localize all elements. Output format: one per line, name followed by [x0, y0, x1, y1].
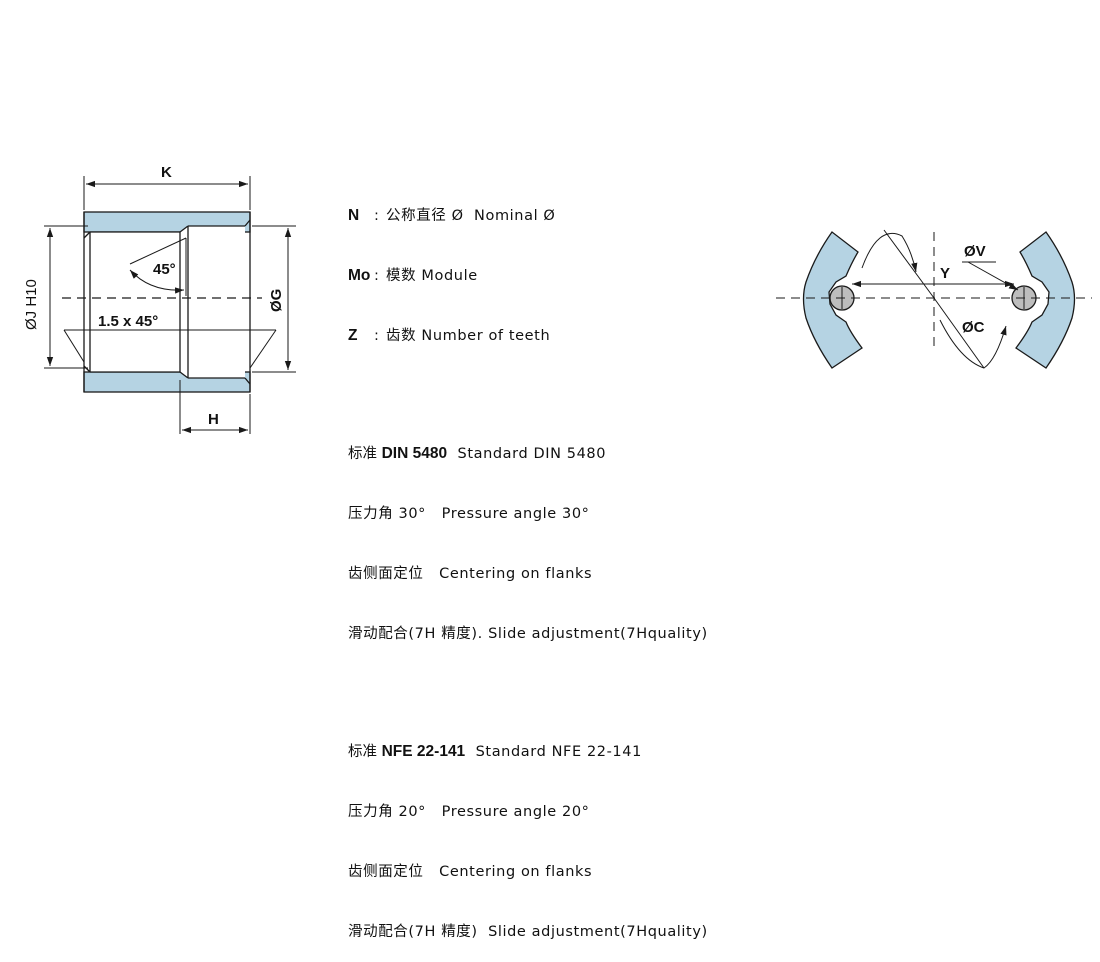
din-centering: 齿侧面定位 Centering on flanks — [348, 566, 593, 582]
nfe-fit: 滑动配合(7H 精度) Slide adjustment(7Hquality) — [348, 924, 708, 940]
label-c: ØC — [962, 319, 985, 336]
din-pressure-angle: 压力角 30° Pressure angle 30° — [348, 506, 590, 522]
label-j: ØJ H10 — [23, 279, 40, 330]
legend: N:公称直径 Ø Nominal Ø Mo:模数 Module Z:齿数 Num… — [348, 166, 708, 962]
bushing-section-drawing: K H 45° 1.5 x 45° ØG ØJ H10 — [23, 164, 296, 434]
label-g: ØG — [268, 289, 285, 312]
nfe-pressure-angle: 压力角 20° Pressure angle 20° — [348, 804, 590, 820]
din-standard-title: 标准 DIN 5480 Standard DIN 5480 — [348, 445, 607, 462]
spline-measurement-drawing: ØV Y ØC — [776, 229, 1092, 369]
right-spline-sector — [1015, 231, 1076, 369]
label-angle: 45° — [153, 261, 176, 278]
label-h: H — [208, 411, 219, 428]
dimension-v-leader — [967, 261, 1019, 291]
angle-arc — [129, 269, 185, 294]
label-chamfer: 1.5 x 45° — [98, 313, 158, 330]
nfe-centering: 齿侧面定位 Centering on flanks — [348, 864, 593, 880]
legend-def-z: Z:齿数 Number of teeth — [348, 327, 551, 344]
legend-def-mo: Mo:模数 Module — [348, 267, 478, 284]
label-k: K — [161, 164, 172, 181]
nfe-standard-title: 标准 NFE 22-141 Standard NFE 22-141 — [348, 743, 642, 760]
label-y: Y — [940, 265, 950, 282]
label-v: ØV — [964, 243, 986, 260]
left-spline-sector — [802, 231, 863, 369]
legend-def-n: N:公称直径 Ø Nominal Ø — [348, 207, 556, 224]
din-fit: 滑动配合(7H 精度). Slide adjustment(7Hquality) — [348, 626, 708, 642]
dimension-c-arc-top — [861, 232, 918, 273]
dimension-c-arc-bottom — [939, 319, 1007, 369]
